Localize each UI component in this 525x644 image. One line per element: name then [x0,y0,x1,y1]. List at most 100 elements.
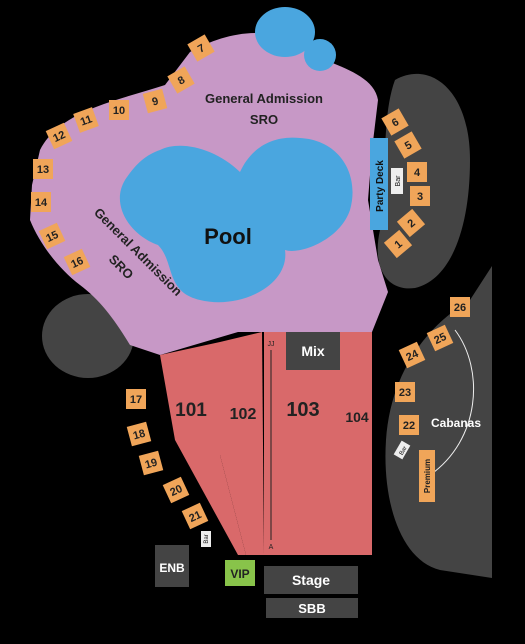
cabana-box[interactable] [73,107,99,133]
cabana-box[interactable] [142,88,168,114]
cabana-box[interactable] [126,389,146,409]
enb-label: ENB [159,561,185,575]
pool [119,137,353,303]
cabana-number-label: 8 [176,74,187,87]
mix-box [286,332,340,370]
cabana-box[interactable] [381,108,409,136]
cabana-number-label: 20 [168,483,184,499]
cabana-11[interactable]: 11 [73,107,99,133]
premium[interactable] [419,450,435,502]
cabana-19[interactable]: 19 [138,450,164,476]
cabana-26[interactable]: 26 [450,297,470,317]
cabana-box[interactable] [383,229,413,259]
cabana-box[interactable] [109,100,129,120]
cabana-2[interactable]: 2 [396,208,426,238]
cabana-5[interactable]: 5 [394,131,422,159]
cabana-box[interactable] [394,131,422,159]
cabana-box[interactable] [407,162,427,182]
cabana-number-label: 11 [79,113,94,128]
cabana-box[interactable] [138,450,164,476]
cabana-box[interactable] [162,476,190,504]
cabana-number-label: 17 [130,394,142,406]
cabana-box[interactable] [33,159,53,179]
cabana-17[interactable]: 17 [126,389,146,409]
cabana-box[interactable] [63,248,91,276]
cabana-number-label: 25 [432,331,448,347]
cabana-box[interactable] [450,297,470,317]
cabana-number-label: 3 [417,191,423,203]
enb[interactable] [155,545,189,587]
cabana-22[interactable]: 22 [399,415,419,435]
cabana-number-label: 16 [69,255,85,271]
cabana-18[interactable]: 18 [126,421,152,447]
cabana-number-label: 6 [390,116,401,129]
cabana-25[interactable]: 25 [426,324,454,352]
cabana-15[interactable]: 15 [38,222,66,250]
section-102-label: 102 [230,406,257,423]
vip[interactable] [225,560,255,586]
cabana-13[interactable]: 13 [33,159,53,179]
bar-right [393,440,411,460]
cabana-number-label: 19 [144,457,159,472]
party-deck[interactable] [370,138,388,230]
pool-label: Pool [204,224,252,249]
row-bottom-label: A [269,544,274,551]
cabana-3[interactable]: 3 [410,186,430,206]
cabana-number-label: 14 [35,197,48,209]
premium-label: Premium [423,459,432,493]
cabana-10[interactable]: 10 [109,100,129,120]
section-101[interactable] [160,342,246,555]
bar-party-deck-label: Bar [395,175,402,187]
cabana-7[interactable]: 7 [187,34,215,62]
ga-top-line1: General Admission [205,91,323,106]
cabana-20[interactable]: 20 [162,476,190,504]
cabana-box[interactable] [181,502,209,530]
cabana-24[interactable]: 24 [398,341,426,369]
cabana-4[interactable]: 4 [407,162,427,182]
cabana-box[interactable] [395,382,415,402]
cabana-number-label: 13 [37,164,49,176]
cabana-box[interactable] [38,222,66,250]
section-102[interactable] [220,332,264,555]
bar-left-label: Bar [204,534,210,543]
cabana-box[interactable] [399,415,419,435]
cabana-21[interactable]: 21 [181,502,209,530]
cabana-16[interactable]: 16 [63,248,91,276]
cabana-number-label: 15 [44,229,60,245]
cabana-14[interactable]: 14 [31,192,51,212]
cabana-1[interactable]: 1 [383,229,413,259]
cabana-box[interactable] [126,421,152,447]
cabana-number-label: 12 [51,129,67,145]
cabana-box[interactable] [426,324,454,352]
cabana-8[interactable]: 8 [167,66,195,94]
cabana-number-label: 5 [403,139,414,152]
cabana-23[interactable]: 23 [395,382,415,402]
bar-right-label: Bar [399,445,409,456]
cabana-number-label: 7 [196,42,207,55]
ga-top-line2: SRO [250,112,278,127]
cabana-box[interactable] [31,192,51,212]
stage [264,566,358,594]
section-104[interactable] [340,332,372,555]
section-104-label: 104 [345,409,369,425]
cabanas-zone [385,266,492,578]
cabana-number-label: 9 [151,95,160,108]
cabana-box[interactable] [410,186,430,206]
cabanas-label: Cabanas [431,416,481,430]
section-103-label: 103 [286,399,319,421]
cabana-number-label: 23 [399,387,411,399]
cabana-number-label: 10 [113,105,125,117]
cabana-6[interactable]: 6 [381,108,409,136]
cabana-box[interactable] [398,341,426,369]
bar-party-deck [391,168,403,194]
cabana-9[interactable]: 9 [142,88,168,114]
cabana-box[interactable] [187,34,215,62]
cabana-box[interactable] [45,122,73,150]
cabana-12[interactable]: 12 [45,122,73,150]
sbb-label: SBB [298,601,325,616]
cabana-box[interactable] [396,208,426,238]
section-103[interactable] [264,332,340,555]
cabana-number-label: 22 [403,420,415,432]
cabana-box[interactable] [167,66,195,94]
pool-top-blob [255,7,315,57]
